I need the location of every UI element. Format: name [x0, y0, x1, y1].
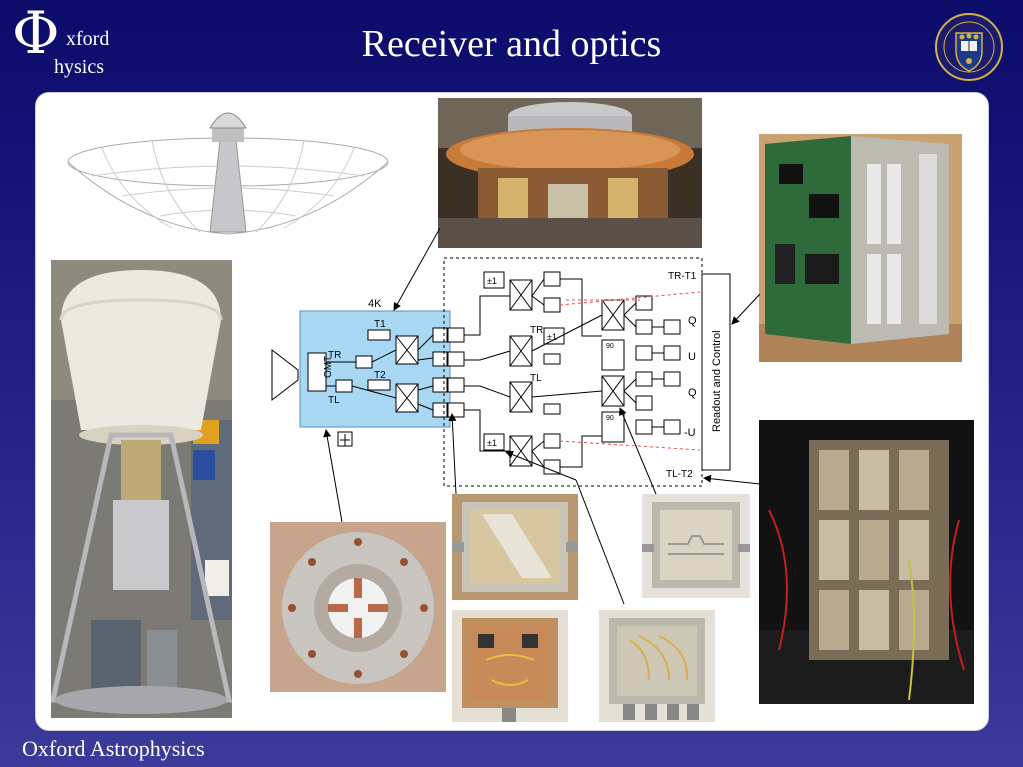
readout-electronics-photo: [759, 134, 962, 362]
filter-module-photo: [452, 494, 578, 600]
slide-title: Receiver and optics: [361, 23, 662, 65]
detector-module-photo: [599, 610, 715, 722]
logo-line-1: xford: [66, 28, 110, 50]
module-stack-photo: [759, 420, 974, 704]
cryogenic-stage-photo: [438, 98, 702, 248]
logo-line-2: hysics: [54, 56, 104, 78]
hybrid-module-photo: [642, 494, 750, 598]
footer-text: Oxford Astrophysics: [22, 736, 205, 761]
oxford-physics-logo: Φ xford hysics: [12, 4, 132, 80]
receiver-assembly-photo: [51, 260, 232, 718]
amplifier-module-photo: [452, 610, 568, 722]
omt-photo: [270, 522, 446, 692]
logo-phi: Φ: [12, 0, 60, 67]
telescope-dish-sketch: [67, 112, 389, 235]
university-crest-icon: [935, 13, 1003, 81]
